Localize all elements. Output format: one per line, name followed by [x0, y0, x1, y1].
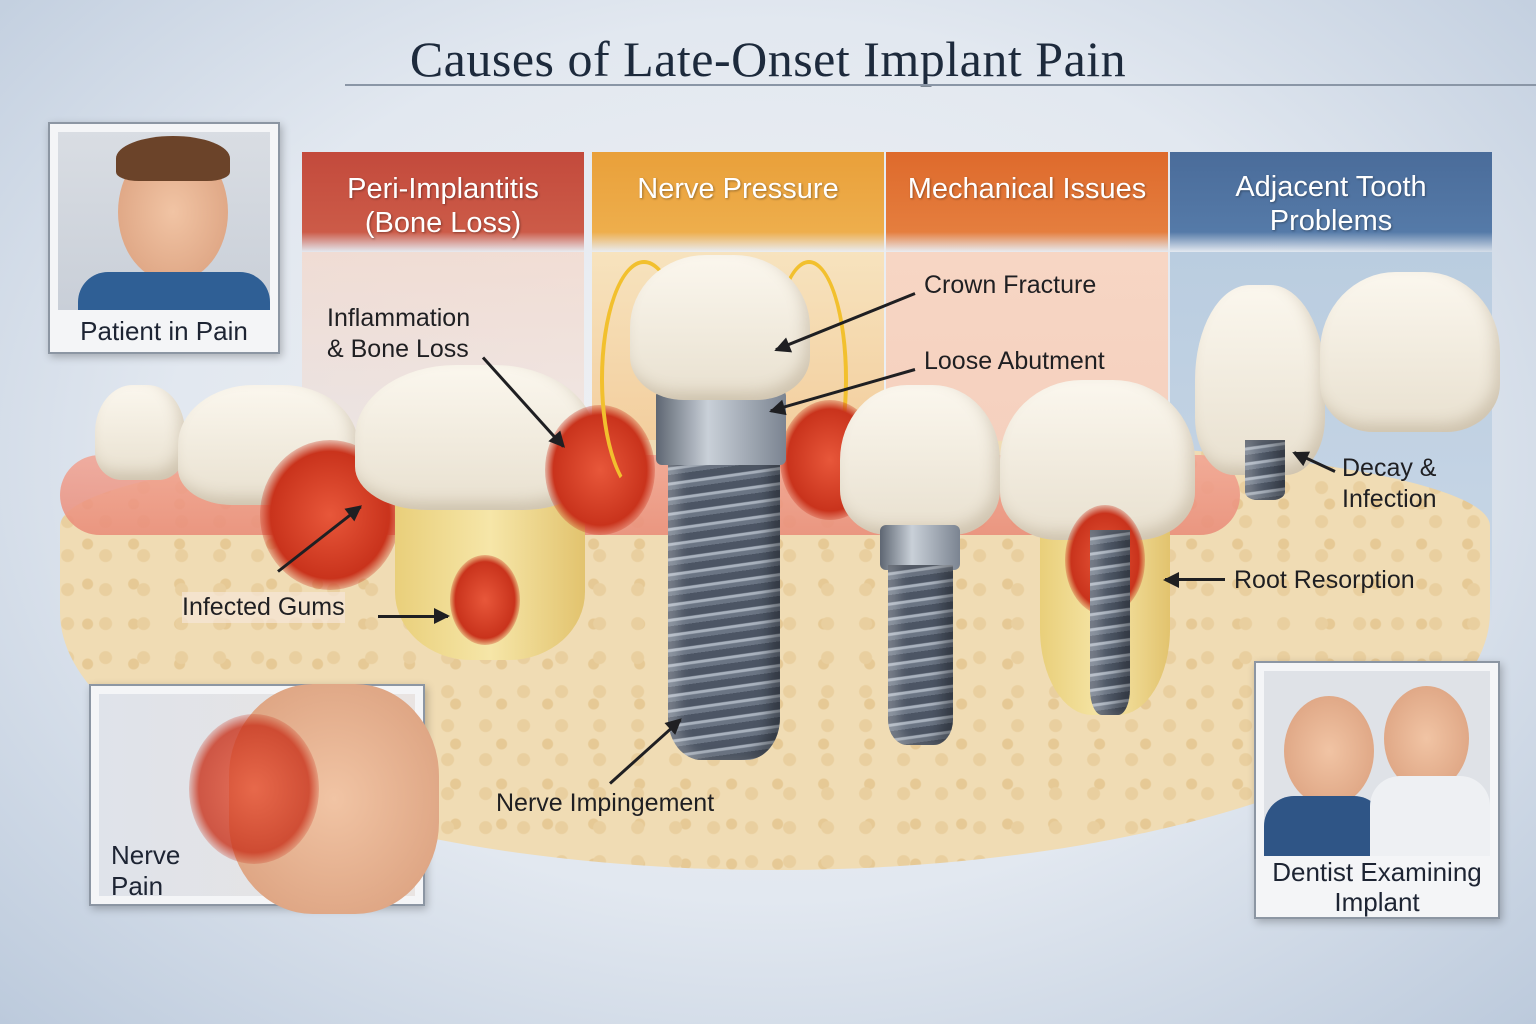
label-crown-fracture: Crown Fracture [924, 271, 1097, 299]
nerve-pain-illustration [99, 684, 439, 914]
implant-screw-icon [1245, 440, 1285, 500]
implant-abutment-icon [656, 390, 786, 465]
patient-face-icon [1284, 696, 1374, 806]
patient-shirt [1264, 796, 1384, 856]
label-decay-infection: Decay & Infection [1342, 454, 1437, 513]
dentist-caption: Dentist Examining Implant [1272, 857, 1482, 917]
dentist-examining-card: Dentist Examining Implant [1254, 661, 1500, 919]
nerve-inflammation-icon [189, 714, 319, 864]
dentist-photo [1264, 671, 1490, 856]
implant-crown-icon [840, 385, 1000, 535]
implant-screw-icon [668, 460, 780, 760]
nerve-pain-caption: Nerve Pain [111, 840, 181, 901]
label-root-resorption: Root Resorption [1234, 566, 1415, 594]
category-header: Nerve Pressure [592, 152, 884, 252]
arrow-icon [1165, 578, 1225, 581]
label-inflammation: Inflammation & Bone Loss [327, 304, 471, 363]
molar-tooth-icon [95, 385, 185, 480]
hair [116, 136, 230, 181]
infected-root-icon [450, 555, 520, 645]
implant-abutment-icon [880, 525, 960, 570]
patient-in-pain-card: Patient in Pain [48, 122, 280, 354]
fractured-crown-icon [630, 255, 810, 400]
label-nerve-impingement: Nerve Impingement [496, 789, 715, 817]
patient-photo [58, 132, 270, 310]
label-infected-gums: Infected Gums [182, 592, 345, 623]
arrow-icon [378, 608, 450, 624]
nerve-icon [770, 260, 848, 498]
implant-screw-icon [1090, 530, 1130, 715]
dentist-face-icon [1384, 686, 1469, 791]
category-header: Adjacent Tooth Problems [1170, 152, 1492, 252]
category-header: Mechanical Issues [886, 152, 1168, 252]
implant-screw-icon [888, 565, 953, 745]
page-title: Causes of Late-Onset Implant Pain [409, 31, 1127, 87]
nerve-icon [600, 260, 688, 498]
shirt [78, 272, 270, 310]
category-header: Peri-Implantitis (Bone Loss) [302, 152, 584, 252]
label-loose-abutment: Loose Abutment [924, 347, 1105, 375]
dentist-coat [1370, 776, 1490, 856]
nerve-pain-card: Nerve Pain [89, 684, 439, 914]
title-divider [345, 84, 1536, 86]
molar-tooth-icon [1320, 272, 1500, 432]
